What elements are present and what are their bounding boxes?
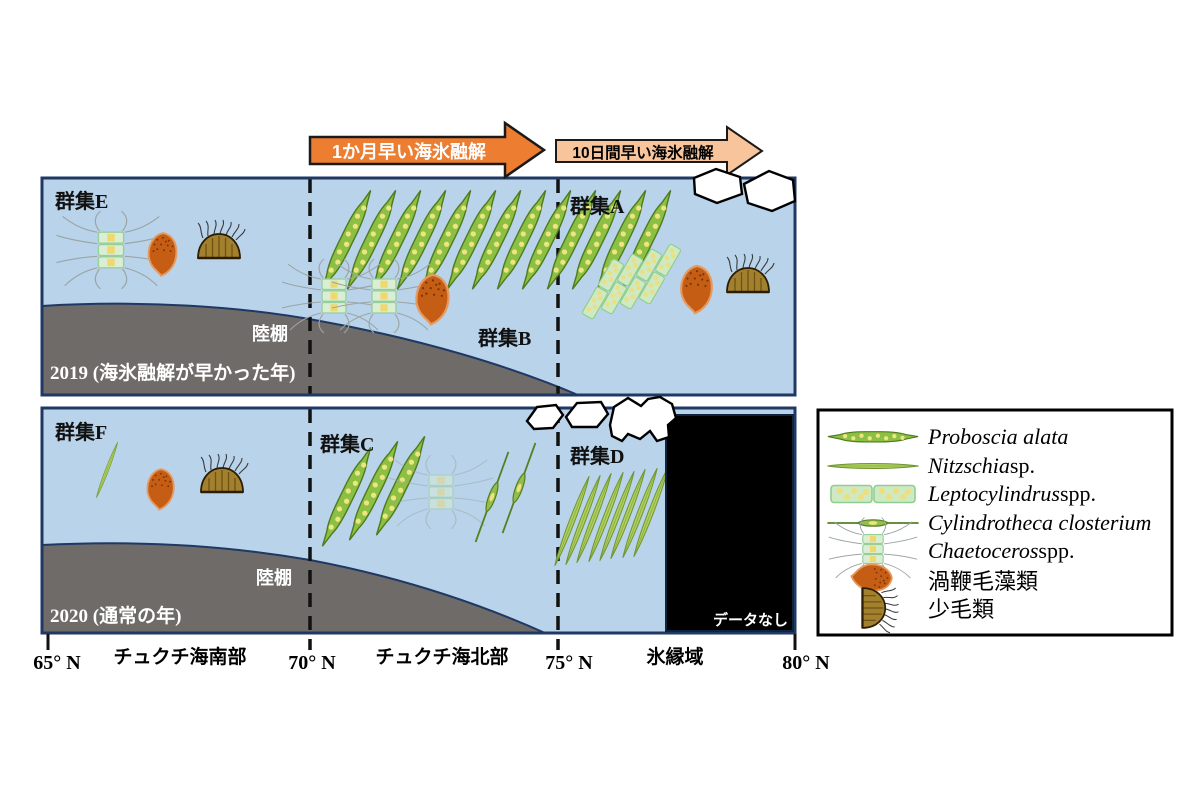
legend-item-cylindrotheca: Cylindrotheca closterium <box>928 510 1152 535</box>
region-label-south-chukchi: チュクチ海南部 <box>113 647 247 668</box>
region-label-north-chukchi: チュクチ海北部 <box>375 647 509 668</box>
axis-tick-65n: 65° N <box>33 652 81 674</box>
arrow-one-month-early <box>308 120 547 180</box>
legend-item-leptocylindrus: Leptocylindrus spp. <box>928 481 1097 506</box>
legend-item-dinoflagellates: 渦鞭毛藻類 <box>928 569 1039 594</box>
panel-2020-border <box>40 406 797 635</box>
no-data-label: データなし <box>712 612 788 629</box>
axis-ticks <box>46 634 797 650</box>
community-d-label: 群集D <box>570 446 625 468</box>
no-data-box <box>665 414 794 632</box>
legend-item-proboscia: Proboscia alata <box>928 424 1069 449</box>
axis-tick-80n: 80° N <box>782 652 830 674</box>
axis-tick-70n: 70° N <box>288 652 336 674</box>
legend-item-oligotrichs: 少毛類 <box>928 597 995 622</box>
region-label-ice-edge: 氷縁域 <box>646 647 704 668</box>
sea-ice-floes <box>525 167 797 443</box>
arrow-ten-days-early <box>555 125 764 177</box>
legend-item-nitzschia: Nitzschia sp. <box>928 453 1035 478</box>
year-label-2019: 2019 (海氷融解が早かった年) <box>50 363 296 384</box>
shelf-2019-edge <box>41 302 579 396</box>
nitzschia-icon <box>826 463 920 469</box>
panel-2019-border <box>40 176 797 397</box>
community-f-label: 群集F <box>55 422 108 444</box>
legend-item-chaetoceros: Chaetoceros spp. <box>928 538 1075 563</box>
shelf-label-2020: 陸棚 <box>256 568 292 588</box>
shelf-label-2019: 陸棚 <box>252 324 288 344</box>
arrow-ten-days-label: 10日間早い海氷融解 <box>572 144 714 162</box>
community-a-label: 群集A <box>570 196 625 218</box>
axis-tick-75n: 75° N <box>545 652 593 674</box>
community-b-label: 群集B <box>478 328 532 350</box>
shelf-2020 <box>42 543 545 633</box>
year-label-2020: 2020 (通常の年) <box>50 606 182 627</box>
community-c-label: 群集C <box>320 434 375 456</box>
community-e-label: 群集E <box>55 191 109 213</box>
arrow-one-month-label: 1か月早い海氷融解 <box>331 142 486 162</box>
